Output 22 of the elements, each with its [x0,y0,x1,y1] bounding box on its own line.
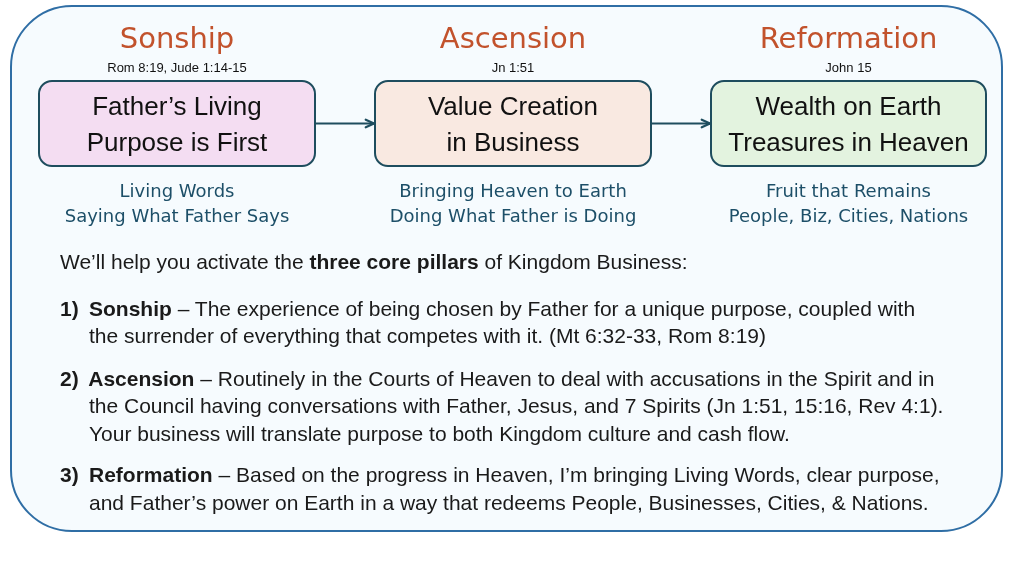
box-label: Value Creation in Business [426,89,600,159]
intro-text: We’ll help you activate the three core pillars of Kingdom Business: [60,249,689,275]
scripture-reference: Rom 8:19, Jude 1:14-15 [107,60,247,76]
tagline: People, Biz, Cities, Nations [728,204,969,228]
list-item: 1) Sonship – The experience of being chosen by Father for a unique purpose, coupled with the surrender of everything that competes with it. (Mt 6:32-33, Rom 8:19) [60,295,917,349]
pillar-heading: Sonship [119,20,235,57]
tagline: Fruit that Remains [765,179,931,203]
tagline: Living Words [119,179,235,203]
tagline: Bringing Heaven to Earth [399,179,627,203]
arrow [315,118,376,129]
pillar-heading: Ascension [439,20,587,57]
pillar-heading: Reformation [759,20,938,57]
arrow [651,118,712,129]
scripture-reference: John 15 [825,60,872,76]
box-label: Wealth on Earth Treasures in Heaven [727,89,970,159]
tagline: Saying What Father Says [64,204,290,228]
scripture-reference: Jn 1:51 [491,60,535,76]
list-item: 3) Reformation – Based on the progress in Heaven, I’m bringing Living Words, clear purpose, and Father’s power on Earth in a way that redeems People, Businesses, Cities, & Nations. [60,462,941,516]
list-item: 2) Ascension – Routinely in the Courts of Heaven to deal with accusations in the Spirit and in the Council having conversations with Father, Jesus, and 7 Spirits (Jn 1:51, 15:16, Rev 4:1). Your business will translate purpose to both Kingdom culture and cash flow. [60,365,945,447]
tagline: Doing What Father is Doing [389,204,637,228]
content-panel [10,5,1003,532]
box-label: Father’s Living Purpose is First [85,89,269,159]
